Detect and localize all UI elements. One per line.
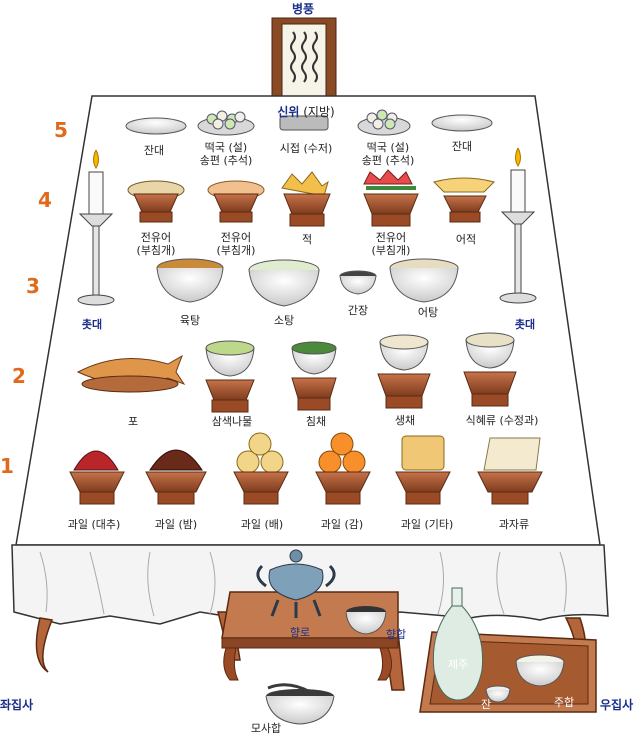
wine-bottle — [432, 587, 484, 701]
label-sinwi-rest: (지방) — [299, 105, 335, 119]
label-tteokguk-right: 떡국 (설) 송편 (추석) — [361, 141, 415, 167]
label-gita: 과일 (기타) — [400, 518, 454, 531]
incense-case — [345, 606, 387, 635]
row1-fruits — [69, 432, 543, 505]
row-number-2: 2 — [12, 364, 26, 388]
label-jan: 잔 — [480, 698, 492, 711]
label-right-attendant: 우집사 — [600, 698, 634, 712]
candle-left — [77, 149, 115, 306]
label-gam: 과일 (감) — [320, 518, 364, 531]
label-juhap: 주합 — [553, 696, 575, 709]
label-sikhye: 식혜류 (수정과) — [465, 414, 539, 427]
row-number-3: 3 — [26, 274, 40, 298]
mosa-bowl — [265, 683, 335, 725]
label-sotang: 소탕 — [273, 314, 295, 327]
label-sijeo: 시접 (수저) — [279, 142, 333, 155]
label-eojeok: 어적 — [455, 233, 477, 246]
candle-right — [499, 147, 537, 304]
row3-bowls — [156, 258, 459, 307]
label-yuktang: 육탕 — [179, 314, 201, 327]
label-jeon-1: 전유어 (부침개) — [136, 231, 176, 257]
label-jeok: 적 — [301, 233, 313, 246]
label-po: 포 — [127, 415, 139, 428]
label-hyanghap: 향합 — [385, 628, 407, 641]
row-number-5: 5 — [54, 118, 68, 142]
label-jandae-right: 잔대 — [451, 140, 473, 153]
label-bam: 과일 (밤) — [154, 518, 198, 531]
label-mosahap: 모사합 — [250, 722, 282, 735]
label-sinwi: 신위 (지방) — [277, 106, 334, 119]
label-jeon-2: 전유어 (부침개) — [216, 231, 256, 257]
folding-screen — [271, 17, 337, 109]
label-bae: 과일 (배) — [240, 518, 284, 531]
label-ganjang: 간장 — [347, 304, 369, 317]
label-tteokguk-left: 떡국 (설) 송편 (추석) — [199, 141, 253, 167]
label-candle-left: 촛대 — [81, 318, 103, 331]
row4-dishes — [127, 169, 495, 227]
row2-dishes — [76, 332, 517, 413]
label-chimchae: 침채 — [305, 415, 327, 428]
row-number-1: 1 — [0, 454, 14, 478]
label-saengchae: 생채 — [394, 414, 416, 427]
row5-dishes — [125, 109, 493, 136]
incense-burner — [256, 549, 336, 618]
folding-screen-label: 병풍 — [291, 2, 315, 16]
label-gwajaryu: 과자류 — [498, 518, 530, 531]
label-jeon-3: 전유어 (부침개) — [371, 231, 411, 257]
label-jandae-left: 잔대 — [143, 144, 165, 157]
label-hyangno: 향로 — [289, 626, 311, 639]
label-jeju: 제주 — [447, 658, 469, 671]
wine-cup — [485, 685, 511, 703]
label-daechu: 과일 (대추) — [67, 518, 121, 531]
label-sinwi-bold: 신위 — [277, 105, 300, 119]
wine-bowl — [515, 654, 565, 687]
label-left-attendant: 좌집사 — [0, 698, 34, 712]
label-candle-right: 촛대 — [514, 318, 536, 331]
label-eotang: 어탕 — [417, 306, 439, 319]
label-namul: 삼색나물 — [211, 415, 253, 428]
row-number-4: 4 — [38, 188, 52, 212]
